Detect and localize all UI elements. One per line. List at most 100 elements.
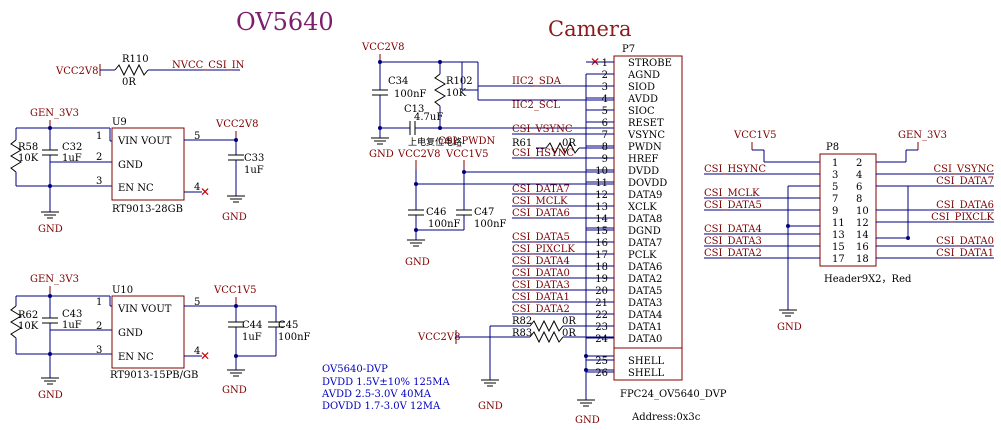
note-line-4: DOVDD 1.7-3.0V 12MA — [322, 401, 441, 412]
note-line-1: OV5640-DVP — [322, 364, 388, 375]
vcc2v8-label-dovdd: VCC2V8 — [397, 149, 440, 160]
p8-right-net-6: CSI_DATA7 — [936, 176, 994, 187]
p7-pin-num-18: 18 — [595, 262, 608, 273]
p7-pin-num-23: 23 — [595, 322, 608, 333]
r102-ref: R102 — [446, 76, 473, 87]
p8-pin-17: 17 — [832, 254, 845, 265]
c34-value: 100nF — [394, 89, 427, 100]
p7-pin-num-11: 11 — [595, 178, 608, 189]
c33-ref: C33 — [244, 153, 264, 164]
p7-pin-name-14: DATA8 — [628, 214, 662, 225]
p8-pin-11: 11 — [832, 218, 845, 229]
p7-pin-num-13: 13 — [595, 202, 608, 213]
p7-part: FPC24_OV5640_DVP — [620, 389, 727, 400]
p7-pin-num-1: 1 — [602, 58, 608, 69]
u9-pin4: 4 — [194, 182, 200, 193]
power-notes: OV5640-DVP DVDD 1.5V±10% 125MA AVDD 2.5-… — [321, 364, 451, 412]
p8-right-net-10: CSI_DATA6 — [936, 200, 994, 211]
p8-left-net-3: CSI_HSYNC — [704, 164, 766, 175]
r82-value: 0R — [562, 316, 576, 327]
r110-value: 0R — [122, 77, 136, 88]
p8-right-net-12: CSI_PIXCLK — [931, 212, 994, 223]
c13-value: 4.7uF — [414, 112, 443, 123]
p8-pin-12: 12 — [856, 218, 869, 229]
u10-en-nc: EN NC — [118, 352, 154, 363]
c32-value: 1uF — [62, 153, 82, 164]
p7-pin-num-9: 9 — [602, 154, 608, 165]
p7-pin-name-9: HREF — [628, 154, 659, 165]
vcc2v8-label-r110: VCC2V8 — [55, 66, 98, 77]
p7-pin-num-20: 20 — [595, 286, 608, 297]
gnd-label-r82: GND — [478, 401, 503, 412]
p7-pin-name-8: PWDN — [628, 142, 662, 153]
p7-net-label-21: CSI_DATA1 — [512, 292, 570, 303]
p7-pin-num-25: 25 — [595, 356, 608, 367]
p7-pin-num-5: 5 — [602, 106, 608, 117]
p7-pin-name-6: RESET — [628, 118, 664, 129]
p7-pin-name-2: AGND — [627, 70, 660, 81]
iic2-sda-label: IIC2_SDA — [512, 76, 562, 87]
p7-pin-name-21: DATA3 — [628, 298, 662, 309]
p7-pin-name-19: DATA2 — [628, 274, 662, 285]
p7-pin-name-18: DATA6 — [628, 262, 662, 273]
c43-value: 1uF — [62, 320, 82, 331]
p7-pin-name-23: DATA1 — [628, 322, 662, 333]
gen3v3-label-p8: GEN_3V3 — [898, 130, 947, 141]
p7-pin-num-21: 21 — [595, 298, 608, 309]
r61-value: 0R — [562, 138, 576, 149]
iic2-scl-label: IIC2_SCL — [512, 100, 560, 111]
c13-ref: C13 — [404, 104, 424, 115]
p7-pin-name-24: DATA0 — [628, 334, 662, 345]
p8-pin-8: 8 — [856, 194, 862, 205]
p7-pin-num-8: 8 — [602, 142, 608, 153]
u9-pin5: 5 — [194, 131, 200, 142]
p7-pin-name-10: DVDD — [628, 166, 659, 177]
u10-pin4: 4 — [194, 346, 200, 357]
r62-ref: R62 — [18, 310, 38, 321]
gnd-label-u10: GND — [38, 390, 63, 401]
u9-vin-vout: VIN VOUT — [117, 136, 172, 147]
p7-pin-name-25: SHELL — [628, 356, 665, 367]
p7-pin-num-4: 4 — [602, 94, 608, 105]
c43-ref: C43 — [62, 309, 82, 320]
note-line-2: DVDD 1.5V±10% 125MA — [322, 377, 451, 388]
vcc2v8-label-top: VCC2V8 — [361, 42, 404, 53]
c44-ref: C44 — [242, 320, 262, 331]
p7-pin-num-10: 10 — [595, 166, 608, 177]
r83-ref: R83 — [512, 328, 532, 339]
p7-pin-num-3: 3 — [602, 82, 608, 93]
p7-net-label-22: CSI_DATA2 — [512, 304, 570, 315]
u10-pin5: 5 — [194, 297, 200, 308]
p7-net-label-19: CSI_DATA0 — [512, 268, 570, 279]
u10-gnd-pin: GND — [118, 328, 143, 339]
gnd-label-c34: GND — [369, 149, 394, 160]
p7-net-labels: CSI_VSYNCCSI_HSYNCCSI_DATA7CSI_MCLKCSI_D… — [512, 124, 586, 315]
p8-pin-2: 2 — [856, 158, 862, 169]
vcc1v5-label-p8: VCC1V5 — [733, 130, 776, 141]
u10-ref: U10 — [112, 285, 133, 296]
u9-en-nc: EN NC — [118, 183, 154, 194]
p8-part: Header9X2，Red — [824, 274, 912, 285]
c44-value: 1uF — [242, 332, 262, 343]
u10-part: RT9013-15PB/GB — [110, 370, 198, 381]
vcc1v5-label-dvdd: VCC1V5 — [445, 149, 488, 160]
p8-left-net-9: CSI_DATA5 — [704, 200, 762, 211]
u9-part: RT9013-28GB — [112, 204, 183, 215]
p8-pin-4: 4 — [856, 170, 862, 181]
reset-note: 上电复位电路 — [408, 136, 462, 148]
p7-pin-name-17: PCLK — [628, 250, 657, 261]
p7-pin-name-20: DATA5 — [628, 286, 662, 297]
gnd-label-c44: GND — [222, 385, 247, 396]
c32-ref: C32 — [62, 142, 82, 153]
csi-pwdn-label: CSI_PWDN — [438, 136, 495, 147]
p7-pin-name-11: DOVDD — [628, 178, 667, 189]
p7-pin-num-14: 14 — [595, 214, 608, 225]
r102-value: 10K — [446, 88, 467, 99]
p7-net-label-20: CSI_DATA3 — [512, 280, 570, 291]
r62-value: 10K — [18, 321, 39, 332]
c34-ref: C34 — [388, 76, 408, 87]
p7-pin-num-15: 15 — [595, 226, 608, 237]
p8-pin-10: 10 — [856, 206, 869, 217]
